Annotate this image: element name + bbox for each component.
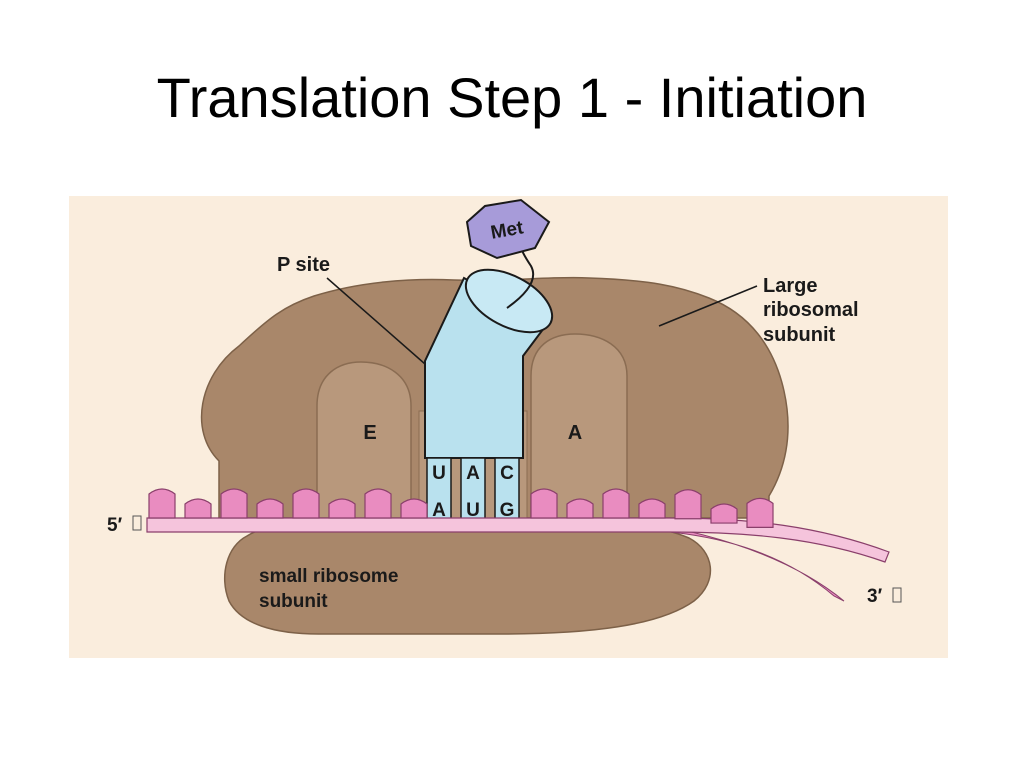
- mrna-bases: [148, 488, 774, 528]
- anticodon-base-2: A: [466, 463, 480, 484]
- large-subunit-leader: [658, 285, 758, 327]
- small-subunit-label-line-1: small ribosome: [259, 566, 398, 587]
- three-prime-box: [892, 587, 902, 603]
- p-site-label: P site: [277, 254, 330, 276]
- slide-title: Translation Step 1 - Initiation: [156, 66, 868, 129]
- met-amino-acid: [465, 198, 551, 260]
- mrna-base: [148, 488, 176, 519]
- codon-base-2: U: [466, 500, 480, 521]
- five-prime-box: [132, 515, 142, 531]
- mrna-base: [602, 488, 630, 519]
- large-subunit-label-line-2: ribosomal: [763, 299, 859, 321]
- mrna-base: [638, 498, 666, 519]
- mrna-base: [184, 498, 212, 519]
- three-prime-label: 3′: [867, 586, 883, 607]
- mrna-base: [292, 488, 320, 519]
- p-site-leader: [326, 277, 426, 365]
- a-site-groove: [530, 333, 628, 519]
- codon-base-3: G: [500, 500, 515, 521]
- mrna-base: [674, 489, 702, 520]
- mrna-base: [710, 503, 738, 524]
- mrna-base: [566, 498, 594, 519]
- mrna-base: [256, 498, 284, 519]
- five-prime-label: 5′: [107, 515, 123, 536]
- e-site-groove: [316, 361, 412, 519]
- e-site-label: E: [363, 422, 376, 444]
- mrna-base: [400, 498, 428, 519]
- mrna-base: [530, 488, 558, 519]
- small-subunit-label-line-2: subunit: [259, 591, 328, 612]
- ribosome-diagram-svg: U A C A U G Met P site Large ribosomal s…: [69, 196, 948, 658]
- anticodon-base-1: U: [432, 463, 446, 484]
- mrna-base: [328, 498, 356, 519]
- ribosome-diagram: U A C A U G Met P site Large ribosomal s…: [69, 196, 948, 658]
- large-subunit-label-line-3: subunit: [763, 324, 836, 346]
- anticodon-base-3: C: [500, 463, 514, 484]
- codon-base-1: A: [432, 500, 446, 521]
- a-site-label: A: [568, 422, 582, 444]
- mrna-base: [746, 497, 774, 528]
- mrna-base: [220, 488, 248, 519]
- mrna-base: [364, 488, 392, 519]
- large-subunit-label-line-1: Large: [763, 275, 817, 297]
